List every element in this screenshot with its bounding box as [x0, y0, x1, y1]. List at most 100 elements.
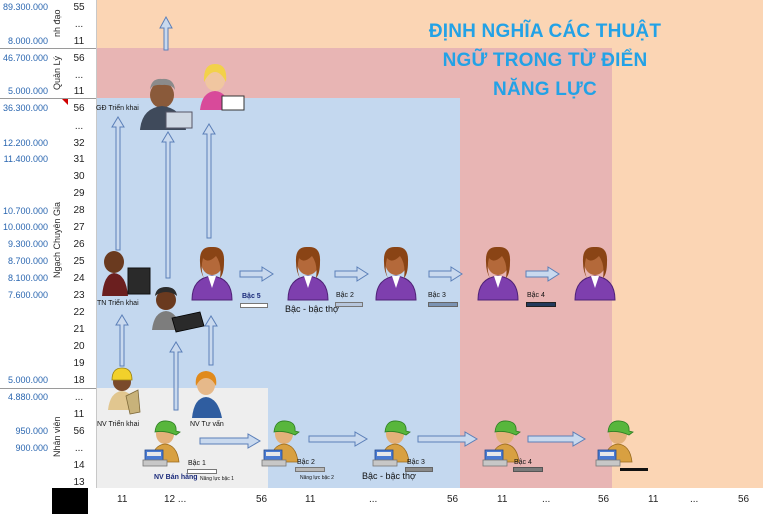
level-number: ... — [74, 443, 84, 454]
slide-title: ĐỊNH NGHĨA CÁC THUẬT NGỮ TRONG TỪ ĐIỂN N… — [395, 17, 695, 104]
band-divider — [0, 98, 96, 99]
axis-label: 11 — [648, 494, 659, 505]
implementation-staff-figure-icon — [108, 367, 141, 415]
salary-value: 8.000.000 — [7, 36, 48, 46]
title-line-2: NGỮ TRONG TỪ ĐIỂN — [442, 50, 648, 71]
expert-figure-icon — [375, 246, 417, 301]
level-number: 55 — [73, 2, 85, 13]
level-bar — [187, 469, 217, 474]
axis-label: 56 — [598, 494, 610, 505]
level-number: 13 — [73, 477, 85, 488]
director-figure-icon — [140, 78, 193, 130]
level-bar — [526, 302, 556, 307]
keyboard-staff-figure-icon — [152, 287, 205, 333]
level-number: 29 — [73, 188, 85, 199]
consultant-lead-figure-icon — [200, 64, 245, 111]
axis-label: 56 — [738, 494, 750, 505]
level-number: 20 — [73, 341, 85, 352]
salary-value: 11.400.000 — [3, 154, 48, 164]
right-arrow-icon — [527, 431, 586, 447]
axis-label: 11 — [497, 494, 508, 505]
up-arrow-icon — [204, 315, 218, 366]
up-arrow-icon — [111, 116, 125, 251]
level-number: 21 — [73, 324, 85, 335]
right-arrow-icon — [239, 266, 274, 282]
level-number: 23 — [73, 290, 85, 301]
comment-marker-icon — [62, 99, 68, 105]
right-arrow-icon — [334, 266, 369, 282]
salary-value: 46.700.000 — [2, 53, 48, 63]
caption-tn-trien-khai: TN Triển khai — [97, 300, 139, 307]
title-line-3: NĂNG LỰC — [493, 79, 597, 100]
right-arrow-icon — [428, 266, 463, 282]
step-label: Bậc 1 — [188, 460, 206, 467]
step-label: Bậc 2 — [297, 459, 315, 466]
salary-value: 7.600.000 — [7, 290, 48, 300]
level-bar — [335, 302, 363, 307]
sales-figure-icon — [372, 420, 411, 467]
level-number: 56 — [73, 53, 85, 64]
up-arrow-icon — [169, 341, 183, 411]
salary-value: 4.880.000 — [7, 392, 48, 402]
level-column — [66, 0, 97, 514]
level-number: 56 — [73, 103, 85, 114]
step-label: Bậc 4 — [514, 459, 532, 466]
level-number: 11 — [73, 409, 85, 420]
axis-label: ... — [690, 494, 699, 505]
level-number: 19 — [73, 358, 85, 369]
axis-label: 56 — [447, 494, 459, 505]
title-line-1: ĐỊNH NGHĨA CÁC THUẬT — [428, 21, 662, 42]
salary-value: 36.300.000 — [2, 103, 48, 113]
step-label: Bậc 3 — [407, 459, 425, 466]
sales-figure-icon — [142, 420, 181, 467]
caption-gd-trien-khai: GĐ Triển khai — [96, 105, 139, 112]
step-label: Bậc 4 — [527, 292, 545, 299]
step-sublabel: Năng lực bậc 1 — [200, 476, 234, 482]
axis-label: ... — [369, 494, 378, 505]
salary-value: 89.300.000 — [2, 2, 48, 12]
salary-value: 950.000 — [15, 426, 48, 436]
salary-value: 5.000.000 — [7, 375, 48, 385]
expert-figure-icon — [477, 246, 519, 301]
axis-label: 56 — [256, 494, 268, 505]
level-number: 27 — [73, 222, 85, 233]
salary-value: 12.200.000 — [2, 138, 48, 148]
step-label: Bậc 5 — [242, 293, 261, 300]
level-number: 11 — [73, 36, 85, 47]
level-number: 31 — [73, 154, 85, 165]
level-number: 11 — [73, 86, 85, 97]
salary-value: 5.000.000 — [7, 86, 48, 96]
axis-label: 11 — [117, 494, 128, 505]
salary-value: 10.000.000 — [2, 222, 48, 232]
right-arrow-icon — [417, 431, 478, 447]
salary-value: 8.100.000 — [7, 273, 48, 283]
level-number: 26 — [73, 239, 85, 250]
level-bar — [405, 467, 433, 472]
salary-value: 8.700.000 — [7, 256, 48, 266]
step-label: Bậc 3 — [428, 292, 446, 299]
level-number: 28 — [73, 205, 85, 216]
caption-nv-tu-van: NV Tư vấn — [190, 421, 224, 428]
level-number: 25 — [73, 256, 85, 267]
right-arrow-icon — [199, 433, 261, 449]
level-bar — [240, 303, 268, 308]
level-bar — [295, 467, 325, 472]
level-number: 18 — [73, 375, 85, 386]
up-arrow-icon — [202, 123, 216, 239]
level-number: 14 — [73, 460, 85, 471]
level-number: 32 — [73, 138, 85, 149]
up-arrow-icon — [161, 131, 175, 279]
sales-figure-icon — [261, 420, 300, 467]
level-number: 24 — [73, 273, 85, 284]
step-label: Bậc 2 — [336, 292, 354, 299]
step-sublabel: Năng lực bậc 2 — [300, 475, 334, 481]
level-bar — [620, 468, 648, 471]
salary-column — [0, 0, 51, 514]
axis-label: ... — [542, 494, 551, 505]
salary-value: 10.700.000 — [2, 206, 48, 216]
up-arrow-icon — [159, 15, 173, 51]
level-bar — [513, 467, 543, 472]
level-number: 22 — [73, 307, 85, 318]
up-arrow-icon — [115, 314, 129, 367]
